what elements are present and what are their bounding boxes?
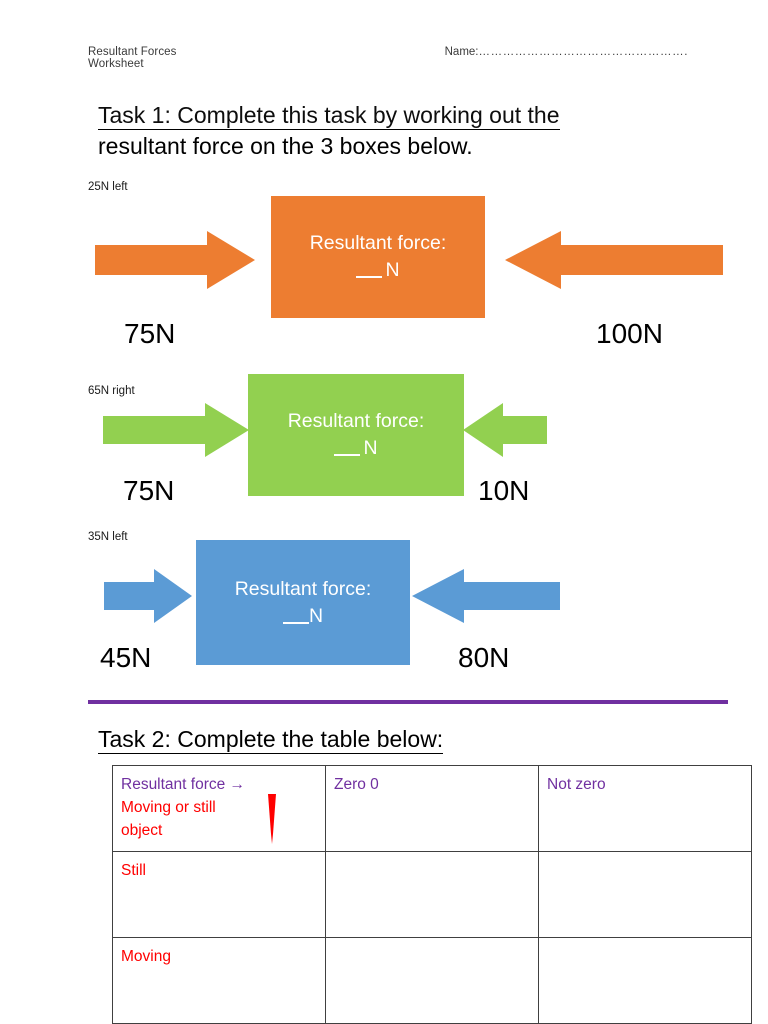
- box-1-label: Resultant force:: [309, 232, 447, 254]
- arrow-left-orange: [505, 231, 723, 289]
- table-row-label-moving: Moving: [112, 937, 326, 1024]
- force-note-2: 65N right: [88, 385, 135, 397]
- arrow-left-blue: [412, 569, 560, 623]
- task2-heading-text: Task 2: Complete the table below:: [98, 726, 444, 754]
- name-dotted-line: …………………………………………….: [478, 46, 688, 58]
- table-row-label-still-text: Still: [121, 862, 146, 879]
- section-divider: [88, 700, 728, 704]
- answer-blank-line: [282, 621, 309, 624]
- table-column-header-not-zero-text: Not zero: [547, 776, 606, 793]
- force-value-left-2: 75N: [123, 475, 175, 506]
- task1-heading-line2-text: resultant force on the 3 boxes below.: [98, 133, 473, 159]
- arrow-right-green: [103, 403, 249, 457]
- worksheet-header: Resultant Forces Worksheet Name:………………………: [88, 46, 688, 70]
- table-row-label-moving-text: Moving: [121, 948, 171, 965]
- box-2-unit: N: [363, 437, 378, 459]
- table-header-row: Resultant force → Moving or still object…: [112, 765, 752, 852]
- resultant-force-box-2: Resultant force: N: [248, 374, 464, 496]
- table-axis-label-rows-line1: Moving or still: [121, 799, 216, 816]
- force-note-1: 25N left: [88, 181, 128, 193]
- force-value-right-1: 100N: [596, 318, 663, 349]
- table-cell-moving-not-zero[interactable]: [538, 937, 752, 1024]
- force-value-left-3: 45N: [100, 642, 152, 673]
- table-column-header-not-zero: Not zero: [538, 765, 752, 852]
- table-cell-still-zero[interactable]: [325, 851, 539, 938]
- box-2-label: Resultant force:: [287, 410, 425, 432]
- force-value-left-1: 75N: [124, 318, 176, 349]
- resultant-force-box-3: Resultant force: N: [196, 540, 410, 665]
- arrow-right-orange: [95, 231, 255, 289]
- task2-heading: Task 2: Complete the table below:: [98, 724, 444, 754]
- table-cell-moving-zero[interactable]: [325, 937, 539, 1024]
- task1-heading-line1: Task 1: Complete this task by working ou…: [98, 100, 638, 131]
- table-row-label-still: Still: [112, 851, 326, 938]
- box-1-unit: N: [385, 259, 400, 281]
- down-arrow-icon: [265, 794, 279, 844]
- answer-blank-line: [356, 276, 383, 278]
- table-column-header-zero: Zero 0: [325, 765, 539, 852]
- box-3-answer-blank: N: [282, 603, 324, 630]
- force-diagram-row-2: Resultant force: N 75N 10N: [0, 370, 768, 515]
- table-column-header-zero-text: Zero 0: [334, 776, 379, 793]
- table-cell-still-not-zero[interactable]: [538, 851, 752, 938]
- answer-blank-line: [334, 454, 361, 456]
- resultant-force-box-1: Resultant force: N: [271, 196, 485, 318]
- force-value-right-3: 80N: [458, 642, 510, 673]
- force-diagram-row-1: Resultant force: N 75N 100N: [0, 190, 768, 350]
- force-note-3: 35N left: [88, 531, 128, 543]
- table-row: Moving: [112, 937, 752, 1024]
- arrow-right-blue: [104, 569, 192, 623]
- box-3-label: Resultant force:: [234, 577, 372, 600]
- table-row: Still: [112, 851, 752, 938]
- table-axis-label-rows-line2: object: [121, 822, 163, 839]
- resultant-force-table: Resultant force → Moving or still object…: [112, 765, 752, 1024]
- name-label: Name:: [444, 46, 479, 58]
- task1-heading-line1-text: Task 1: Complete this task by working ou…: [98, 102, 560, 130]
- table-header-corner-cell: Resultant force → Moving or still object: [112, 765, 326, 852]
- force-diagram-row-3: Resultant force: N 45N 80N: [0, 537, 768, 677]
- arrow-left-green: [463, 403, 547, 457]
- task1-heading-line2: resultant force on the 3 boxes below.: [98, 131, 473, 162]
- box-2-answer-blank: N: [334, 435, 378, 462]
- worksheet-title: Resultant Forces Worksheet: [88, 46, 177, 70]
- box-3-unit: N: [308, 604, 324, 627]
- box-1-answer-blank: N: [356, 257, 400, 284]
- name-field: Name:…………………………………………….: [445, 46, 688, 58]
- table-axis-label-columns: Resultant force →: [121, 776, 246, 793]
- force-value-right-2: 10N: [478, 475, 530, 506]
